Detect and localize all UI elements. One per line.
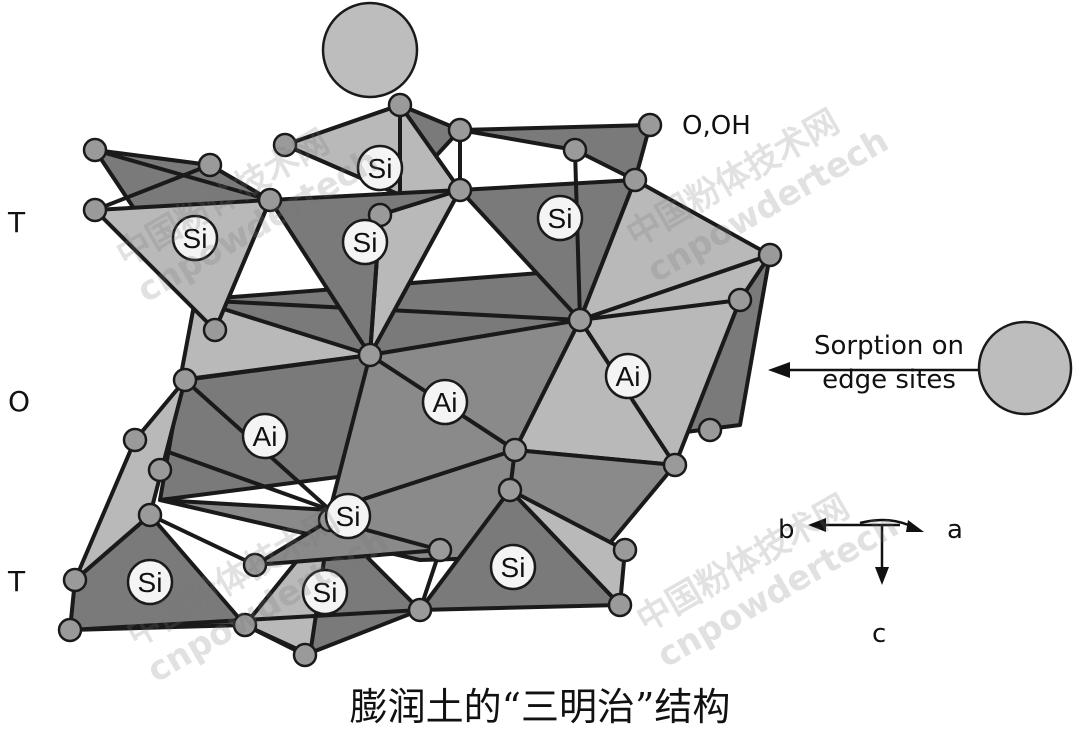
si-label: Si bbox=[313, 577, 338, 608]
oxygen-atoms bbox=[57, 92, 783, 668]
axis-indicator bbox=[808, 518, 924, 585]
si-label: Si bbox=[548, 203, 573, 234]
bottom-tetrahedral-label: T bbox=[8, 565, 26, 598]
axis-a-label: a bbox=[947, 515, 963, 545]
edge-site-sphere bbox=[977, 320, 1073, 416]
cation-centres bbox=[126, 144, 652, 616]
axis-c-label: c bbox=[872, 619, 887, 649]
sorption-arrow bbox=[768, 362, 978, 378]
al-label: Ai bbox=[616, 361, 641, 392]
si-label: Si bbox=[353, 227, 378, 258]
al-label: Ai bbox=[253, 421, 278, 452]
si-label: Si bbox=[336, 501, 361, 532]
axis-b-label: b bbox=[778, 515, 795, 545]
interlayer-cation-sphere bbox=[321, 1, 419, 99]
si-label: Si bbox=[368, 153, 393, 184]
al-label: Ai bbox=[433, 387, 458, 418]
figure-caption: 膨润土的“三明治”结构 bbox=[349, 685, 731, 729]
sorption-line-1: Sorption on bbox=[813, 331, 965, 361]
oxygen-label: O,OH bbox=[682, 111, 751, 141]
si-label: Si bbox=[501, 552, 526, 583]
sorption-line-2: edge sites bbox=[822, 364, 956, 395]
octahedral-label: O bbox=[8, 385, 31, 418]
si-label: Si bbox=[183, 223, 208, 254]
top-tetrahedral-label: T bbox=[8, 206, 26, 239]
si-label: Si bbox=[138, 567, 163, 598]
sorption-annotation: Sorption on edge sites bbox=[800, 330, 978, 398]
